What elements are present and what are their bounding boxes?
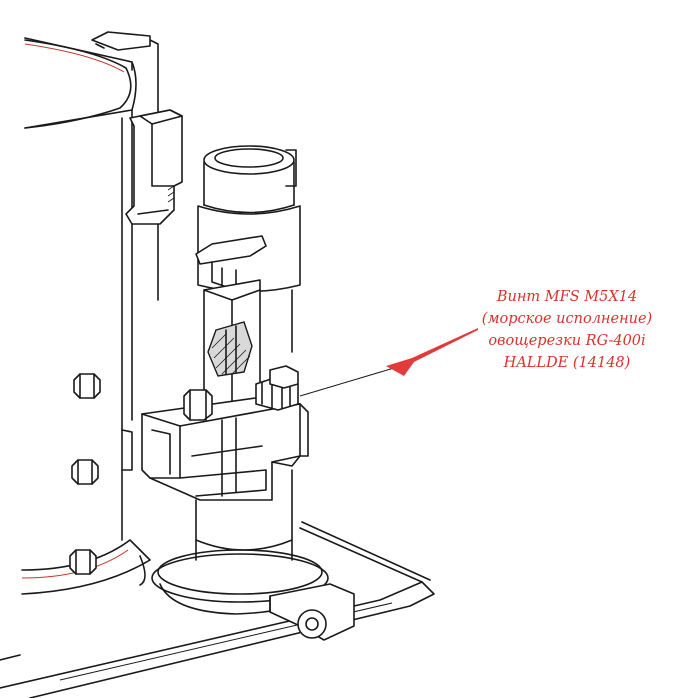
callout-line-4: HALLDE (14148): [503, 355, 631, 371]
callout-line-3: овощерезки RG-400i: [488, 333, 646, 349]
callout-arrow: [386, 328, 478, 376]
bracket-frame: [141, 395, 309, 501]
clamp-body: [203, 279, 261, 419]
bolt-middle: [71, 459, 99, 485]
bolt-lower: [69, 549, 97, 575]
screw-mfs-m5x14: [255, 365, 299, 411]
callout-line-2: (морское исполнение): [481, 311, 653, 327]
callout-leader: [299, 328, 478, 397]
callout-line-1: Винт MFS M5X14: [496, 289, 638, 305]
nut-left: [183, 389, 213, 421]
side-latch: [125, 109, 183, 225]
shaft-column: [195, 145, 301, 561]
callout-text: Винт MFS M5X14 (морское исполнение) овощ…: [462, 286, 672, 374]
base-plate: [0, 521, 435, 698]
bolt-upper: [73, 373, 101, 399]
hinge-pin: [269, 583, 355, 641]
